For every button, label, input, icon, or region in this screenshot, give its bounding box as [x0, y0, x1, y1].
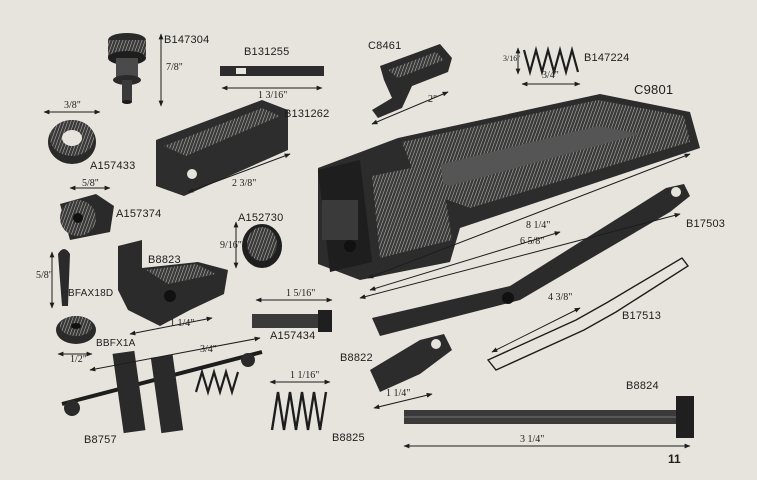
- part-code: C9801: [634, 82, 674, 97]
- part-b131255-drawing: [220, 66, 324, 91]
- page-number: 11: [668, 452, 681, 466]
- part-dimension: 1 1/4": [386, 388, 411, 399]
- part-code: B147304: [164, 34, 210, 46]
- part-dimension: 3 1/4": [520, 434, 545, 445]
- part-dimension: 7/8": [166, 62, 183, 73]
- part-dimension: 5/8": [36, 270, 53, 281]
- part-code: BFAX18D: [68, 288, 114, 299]
- part-code: B8825: [332, 432, 365, 444]
- part-c8461-drawing: [371, 44, 452, 125]
- part-dimension-secondary: 6 5/8": [520, 236, 545, 247]
- part-b147224-drawing: [515, 45, 581, 87]
- part-code: A157434: [270, 330, 316, 342]
- part-a157374-drawing: [60, 185, 114, 240]
- part-code: BBFX1A: [96, 338, 136, 349]
- part-b8823-drawing: [118, 240, 228, 336]
- part-code: C8461: [368, 40, 402, 52]
- part-dimension: 3/4": [200, 344, 217, 355]
- part-code: B147224: [584, 52, 630, 64]
- part-dimension: 1 1/16": [290, 370, 320, 381]
- part-b17513-drawing: [486, 257, 690, 371]
- part-b8757-drawing: [61, 336, 263, 434]
- part-code: A152730: [238, 212, 284, 224]
- part-code: B8824: [626, 380, 659, 392]
- part-dimension: 1/2": [70, 354, 87, 365]
- part-code: B17503: [686, 218, 726, 230]
- part-code: B131262: [284, 108, 330, 120]
- part-dimension: 5/8": [82, 178, 99, 189]
- part-dimension: 8 1/4": [526, 220, 551, 231]
- part-b147304-drawing: [108, 33, 164, 107]
- part-a157433-drawing: [43, 109, 101, 164]
- part-dimension-secondary: 3/16": [503, 54, 521, 63]
- part-dimension: 1 3/16": [258, 90, 288, 101]
- part-b8824-drawing: [403, 396, 694, 449]
- part-code: B8823: [148, 254, 181, 266]
- part-dimension: 2": [428, 94, 438, 105]
- part-code: B131255: [244, 46, 290, 58]
- part-code: B17513: [622, 310, 662, 322]
- part-code: A157433: [90, 160, 136, 172]
- part-b8825-drawing: [269, 379, 331, 431]
- part-b17503-drawing: [359, 184, 690, 336]
- part-b131262-drawing: [156, 100, 291, 196]
- part-code: B8822: [340, 352, 373, 364]
- part-dimension: 3/8": [64, 100, 81, 111]
- part-c9801-drawing: [318, 94, 700, 280]
- part-dimension: 1 5/16": [286, 288, 316, 299]
- part-bfax18d-drawing: [49, 249, 70, 309]
- part-dimension: 3/4": [542, 70, 559, 81]
- part-code: B8757: [84, 434, 117, 446]
- part-a157434-drawing: [252, 297, 333, 332]
- part-b8822-drawing: [370, 334, 452, 410]
- part-dimension: 1 1/4": [170, 318, 195, 329]
- part-dimension: 9/16": [220, 240, 242, 251]
- part-dimension: 4 3/8": [548, 292, 573, 303]
- part-a152730-drawing: [233, 221, 282, 269]
- part-bbfx1a-drawing: [56, 316, 96, 357]
- part-code: A157374: [116, 208, 162, 220]
- part-dimension: 2 3/8": [232, 178, 257, 189]
